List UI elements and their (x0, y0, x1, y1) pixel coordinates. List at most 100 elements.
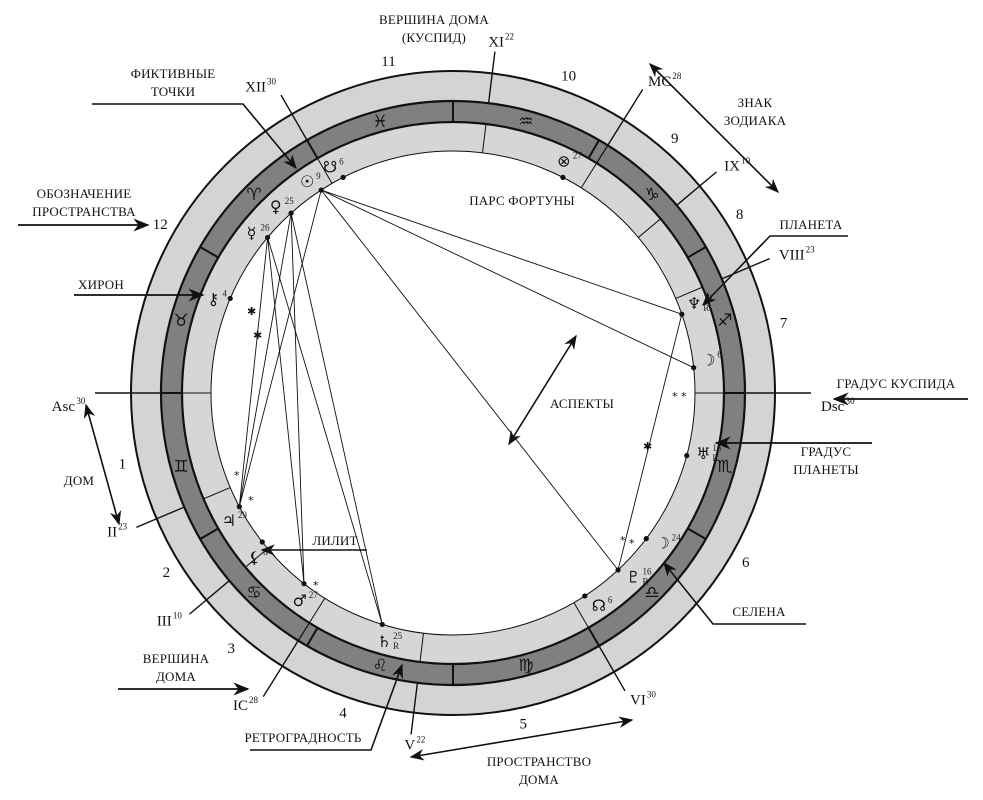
taurus-sign-icon: ♉ (173, 311, 188, 331)
house-number: 6 (742, 555, 750, 571)
cusp-degree: 22 (416, 734, 425, 744)
label-zodiac-sign-2: ЗОДИАКА (724, 113, 787, 128)
label-planet-degree-2: ПЛАНЕТЫ (793, 462, 859, 477)
pars-fortuna-degree: 27 (573, 151, 583, 161)
lilith-point (259, 539, 265, 545)
pisces-sign-icon: ♓ (373, 112, 388, 132)
house-cusp-line (317, 158, 333, 184)
venus-degree: 25 (285, 196, 295, 206)
cusp-degree: 30 (647, 690, 657, 700)
label-fictive-points-2: ТОЧКИ (151, 84, 195, 99)
aspect-line (321, 189, 694, 369)
moon-degree: 6 (717, 349, 722, 359)
sun-degree: 9 (316, 171, 321, 181)
sagittarius-sign-icon: ♐ (717, 311, 732, 331)
sun-point (318, 187, 324, 193)
label-lilith: ЛИЛИТ (312, 533, 357, 548)
house-cusp-line (297, 622, 310, 641)
sign-divider (687, 527, 707, 540)
selena-arrow (663, 561, 806, 625)
saturn-degree: 25 (393, 631, 403, 641)
fictive-points-arrow (92, 103, 297, 170)
label-house: ДОМ (64, 473, 95, 488)
pluto-retrograde: R (642, 577, 648, 587)
moon-icon: ☽ (701, 350, 715, 369)
cusp-degree: 30 (846, 396, 856, 406)
sign-divider (199, 527, 219, 540)
south-node-point (340, 174, 346, 180)
house-cusp-line (136, 506, 185, 529)
jupiter-point (236, 504, 242, 510)
pluto-degree: 16 (642, 567, 652, 577)
house-number: 7 (780, 316, 788, 332)
sign-divider (306, 139, 319, 159)
double-aspect-mark: * * (672, 390, 687, 403)
cusp-name: Dsc (821, 399, 845, 415)
minor-aspect-mark: * (248, 494, 254, 507)
cusp-label-ix: IX10 (724, 155, 750, 174)
south-node-degree: 6 (339, 157, 344, 167)
cusp-name: III (157, 614, 172, 630)
minor-aspect-mark: * (629, 537, 635, 550)
cusp-degree: 22 (505, 32, 514, 42)
house-cusp-line (638, 218, 661, 238)
aspect-line (238, 213, 292, 507)
sextile-mark: ✱ (247, 305, 256, 318)
house-cusp-line (189, 580, 230, 615)
label-fictive-points: ФИКТИВНЫЕ (131, 66, 216, 81)
house-cusp-line (487, 51, 496, 104)
venus-icon: ♀ (270, 197, 282, 216)
label-cusp-degree: ГРАДУС КУСПИДА (837, 376, 956, 391)
mercury-icon: ☿ (247, 224, 257, 243)
house-number: 5 (520, 717, 528, 733)
neptune-degree: 19 (703, 293, 713, 303)
house-span-arrow (83, 403, 122, 526)
aspect-line (267, 237, 305, 584)
house-number: 11 (381, 54, 395, 70)
pars-fortuna-point (560, 174, 566, 180)
minor-aspect-mark: * (313, 579, 319, 592)
label-cusp-top: ВЕРШИНА ДОМА (379, 12, 489, 27)
house-number: 9 (671, 131, 679, 147)
sextile-mark: ✱ (643, 440, 652, 453)
moon-point (691, 365, 697, 371)
house-cusp-line (721, 257, 770, 280)
house-number: 10 (561, 68, 576, 84)
selena-icon: ☽ (655, 534, 669, 553)
cusp-name: VI (630, 693, 646, 709)
scorpio-sign-icon: ♏ (717, 457, 732, 477)
annotations: ВЕРШИНА ДОМА (КУСПИД) ФИКТИВНЫЕ ТОЧКИ ОБ… (18, 12, 968, 787)
cusp-degree: 30 (76, 396, 86, 406)
house-number: 4 (339, 706, 347, 722)
sun-icon: ☉ (300, 172, 314, 191)
virgo-sign-icon: ♍ (518, 656, 533, 676)
gemini-sign-icon: ♊ (173, 457, 188, 477)
label-aspects: АСПЕКТЫ (550, 396, 614, 411)
cusp-name: II (107, 524, 117, 540)
cusp-name: IC (233, 698, 248, 714)
label-chiron: ХИРОН (78, 277, 124, 292)
label-planet-degree: ГРАДУС (801, 444, 852, 459)
house-number: 2 (163, 565, 171, 581)
sign-divider (199, 246, 219, 259)
cusp-name: VIII (779, 248, 805, 264)
house-cusp-line (596, 145, 609, 164)
cusp-degree: 28 (249, 695, 259, 705)
aspect-line (617, 314, 683, 571)
house-cusp-line (598, 645, 626, 692)
leo-sign-icon: ♌ (373, 656, 388, 676)
label-house-cusp-2: ДОМА (156, 669, 196, 684)
aspects-arrow (508, 334, 577, 446)
house-cusp-line (580, 162, 598, 189)
neptune-point (679, 311, 685, 317)
aspect-line (320, 189, 619, 571)
cusp-degree: 30 (267, 76, 277, 86)
sign-divider (687, 246, 707, 259)
sextile-mark: ✱ (253, 329, 262, 342)
